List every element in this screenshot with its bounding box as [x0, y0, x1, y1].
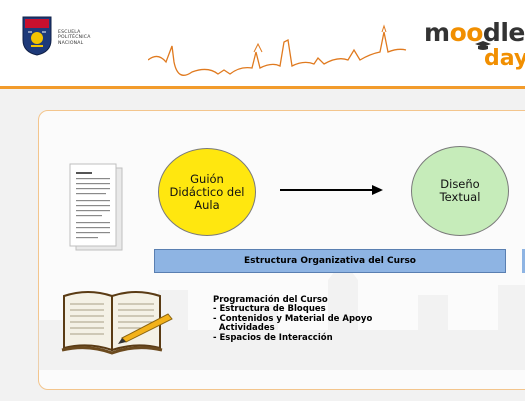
institution-name-line-2: POLITÉCNICA — [58, 35, 91, 41]
estructura-organizativa-label: Estructura Organizativa del Curso — [244, 256, 416, 266]
list-item: - Espacios de Interacción — [213, 332, 333, 343]
estructura-organizativa-bar: Estructura Organizativa del Curso — [154, 249, 506, 273]
guion-didactico-label: Guión Didáctico del Aula — [169, 171, 245, 212]
course-structure-list: Programación del Curso - Estructura de B… — [213, 295, 373, 343]
institution-name-line-3: NACIONAL — [58, 40, 84, 46]
list-item: - Contenidos y Material de Apoyo — [213, 313, 373, 324]
list-item: Programación del Curso — [213, 295, 328, 305]
slide-header: ESCUELA POLITÉCNICA NACIONAL moodle day — [0, 0, 525, 86]
document-pages-icon — [69, 163, 123, 251]
diseno-textual-circle: Diseño Textual — [411, 146, 509, 236]
diseno-textual-label: Diseño Textual — [439, 177, 481, 204]
moodle-logo-part-3: dle — [482, 18, 525, 47]
institution-shield-logo — [22, 16, 52, 56]
moodle-logo: moodle — [424, 18, 525, 47]
guion-didactico-circle: Guión Didáctico del Aula — [158, 148, 256, 236]
moodle-logo-part-2: oo — [449, 18, 484, 47]
moodle-logo-part-1: m — [424, 18, 450, 47]
graduation-cap-icon — [475, 41, 491, 50]
institution-name: ESCUELA POLITÉCNICA NACIONAL — [58, 30, 91, 46]
institution-name-line-1: ESCUELA — [58, 30, 81, 35]
bar-edge — [522, 249, 525, 273]
right-arrow-icon — [280, 185, 383, 195]
list-item: Actividades — [213, 323, 275, 334]
header-divider-line — [0, 86, 525, 89]
open-book-pencil-icon — [61, 291, 173, 355]
city-skyline-sketch — [148, 24, 407, 76]
list-item: - Estructura de Bloques — [213, 304, 326, 315]
day-logo-text: day — [484, 46, 525, 71]
